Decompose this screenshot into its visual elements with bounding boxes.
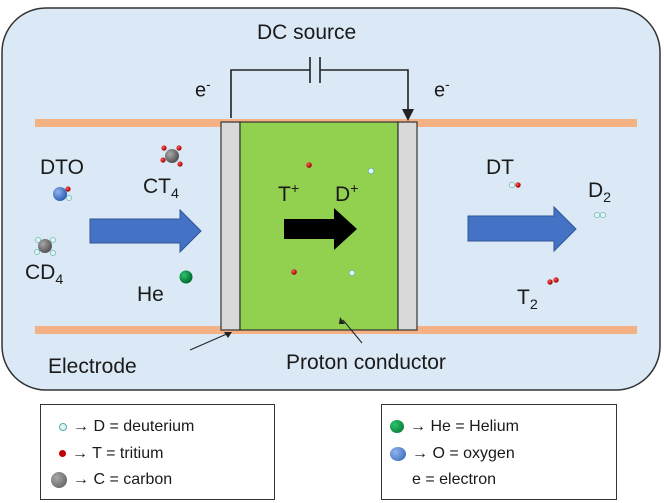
d2-molecule-icon	[593, 212, 606, 219]
inlet-flow-arrow-icon	[89, 208, 202, 254]
legend-item-electron: e = electron	[412, 471, 497, 488]
proton-conductor-label: Proton conductor	[286, 351, 446, 374]
electrode-right	[397, 121, 418, 331]
electron-label-right: e-	[434, 77, 450, 102]
dt-label: DT	[486, 156, 514, 179]
electrode-pointer-line	[189, 332, 230, 351]
electrode-label: Electrode	[48, 355, 137, 378]
oxygen-dot-icon	[390, 446, 406, 461]
ct4-molecule-icon	[160, 145, 183, 167]
ct4-label: CT4	[143, 175, 179, 203]
tritium-ion-label: T+	[278, 181, 300, 206]
tritium-ion-icon	[291, 269, 297, 275]
dt-molecule-icon	[508, 182, 521, 189]
electrode-left	[220, 121, 241, 331]
deuterium-ion-icon	[348, 269, 356, 277]
proton-flow-arrow-icon	[284, 208, 357, 250]
he-label: He	[137, 283, 164, 306]
electron-label-left: e-	[195, 77, 211, 102]
carbon-dot-icon	[51, 472, 67, 488]
legend-item-helium: → He = Helium	[390, 419, 519, 435]
deuterium-ion-label: D+	[335, 181, 359, 206]
t2-label: T2	[517, 286, 538, 314]
helium-dot-icon	[390, 420, 404, 434]
deuterium-ion-icon	[367, 167, 375, 175]
legend-item-carbon: → C = carbon	[51, 472, 172, 488]
deuterium-dot-icon	[59, 422, 67, 431]
dc-circuit	[230, 57, 409, 118]
legend-elements-left: → D = deuterium → T = tritium → C = carb…	[40, 404, 275, 500]
legend-item-deuterium: → D = deuterium	[59, 419, 194, 435]
tritium-ion-icon	[306, 162, 312, 168]
cd4-label: CD4	[25, 261, 64, 289]
dto-molecule-icon	[53, 186, 72, 201]
conductor-pointer-line	[342, 319, 363, 344]
current-arrowhead-icon	[402, 109, 414, 121]
legend-elements-right: → He = Helium → O = oxygen e = electron	[381, 404, 617, 500]
cd4-molecule-icon	[34, 237, 56, 256]
dc-source-label: DC source	[257, 21, 357, 44]
dto-label: DTO	[40, 156, 84, 179]
electrode-pointer-arrowhead-icon	[224, 332, 232, 338]
tritium-dot-icon	[59, 450, 66, 458]
legend-item-oxygen: → O = oxygen	[390, 446, 515, 462]
conductor-pointer-arrowhead-icon	[339, 317, 345, 324]
helium-atom-icon	[179, 270, 193, 284]
d2-label: D2	[588, 179, 612, 207]
outlet-flow-arrow-icon	[467, 205, 577, 253]
legend-item-tritium: → T = tritium	[59, 446, 163, 462]
t2-molecule-icon	[547, 277, 559, 285]
